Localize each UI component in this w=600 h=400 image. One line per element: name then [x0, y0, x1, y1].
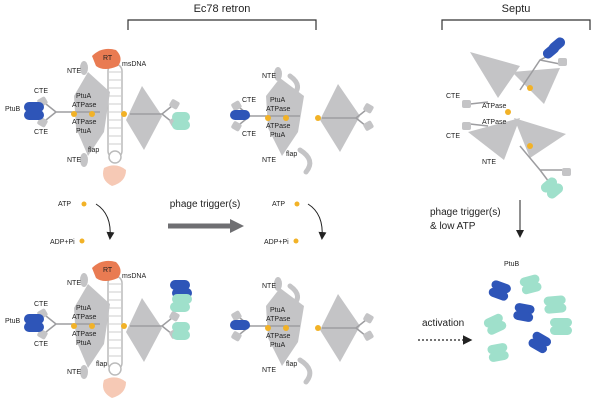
retron-complex-bottom-middle: NTE PtuA ATPase ATPase PtuA NTE flap: [172, 277, 374, 385]
retron-complex-top-middle: NTE CTE CTE PtuA ATPase ATPase PtuA NTE …: [172, 67, 374, 175]
nte-label: NTE: [67, 280, 81, 287]
atpase-label: ATPase: [266, 333, 290, 340]
msdna-hairpin: [107, 63, 123, 164]
ptub-dimer: [230, 320, 250, 330]
ptub-dimer: [24, 102, 44, 120]
retron-title: Ec78 retron: [194, 3, 251, 15]
septu-complex-top: CTE CTE ATPase ATPase NTE: [446, 37, 571, 199]
atpase-label: ATPase: [72, 102, 96, 109]
ptub-dimer: [172, 322, 190, 332]
atpase-label: ATPase: [266, 123, 290, 130]
ptua-label: PtuA: [76, 128, 92, 135]
phage-trigger-label: phage trigger(s): [430, 207, 501, 218]
atp-dot: [315, 115, 321, 121]
nte-label: NTE: [67, 157, 81, 164]
ptub-label: PtuB: [5, 318, 21, 325]
phage-trigger-label: phage trigger(s): [170, 199, 241, 210]
rt-domain-faded: [103, 165, 126, 186]
ptua-label: PtuA: [270, 97, 286, 104]
atp-dot: [121, 111, 127, 117]
atp-dot: [527, 85, 533, 91]
nte-domain-top: [80, 61, 88, 75]
atp-dot: [71, 111, 77, 117]
nte-label: NTE: [262, 157, 276, 164]
msdna-label: msDNA: [122, 273, 146, 280]
atpase-label: ATPase: [72, 119, 96, 126]
ptua-label: PtuA: [270, 307, 286, 314]
septu-title: Septu: [502, 3, 531, 15]
nte-domain-bottom: [80, 153, 88, 167]
ptub-label: PtuB: [5, 106, 21, 113]
ptua-label: PtuA: [270, 132, 286, 139]
atp-dot: [89, 111, 95, 117]
phage-trigger-arrow: phage trigger(s): [168, 199, 244, 233]
cte-label: CTE: [446, 133, 460, 140]
ptub-dimer: [172, 294, 192, 304]
atpase-label: ATPase: [482, 119, 506, 126]
cte-label: CTE: [242, 131, 256, 138]
nte-domain-top: [274, 67, 282, 81]
flap-label: flap: [286, 151, 297, 158]
atp-hydrolysis-middle: ATP ADP+Pi: [264, 201, 327, 246]
cte-label: CTE: [34, 301, 48, 308]
msdna-label: msDNA: [122, 61, 146, 68]
cte-label: CTE: [446, 93, 460, 100]
atp-label: ATP: [58, 201, 71, 208]
low-atp-label: & low ATP: [430, 221, 476, 232]
adp-label: ADP+Pi: [264, 239, 289, 246]
nte-label: NTE: [262, 367, 276, 374]
ptub-dimer: [540, 177, 558, 193]
adp-label: ADP+Pi: [50, 239, 75, 246]
activation-arrow: activation: [418, 318, 473, 345]
rt-label: RT: [103, 267, 113, 274]
nte-label: NTE: [482, 159, 496, 166]
flap-label: flap: [96, 361, 107, 368]
retron-header: Ec78 retron: [127, 3, 317, 30]
ptua-label: PtuA: [76, 305, 92, 312]
retron-complex-top-left: RT msDNA NTE NTE CTE CTE PtuB PtuA ATPas…: [5, 48, 180, 186]
septu-trigger-arrow: phage trigger(s) & low ATP: [430, 200, 524, 238]
atpase-label: ATPase: [266, 316, 290, 323]
atp-dot: [527, 143, 533, 149]
ptub-label: PtuB: [504, 261, 520, 268]
atp-dot: [265, 115, 271, 121]
rt-domain: [92, 48, 121, 69]
cte-label: CTE: [34, 88, 48, 95]
atp-label: ATP: [272, 201, 285, 208]
ptub-dimer: [230, 110, 250, 120]
activation-label: activation: [422, 318, 464, 329]
cte-label: CTE: [34, 341, 48, 348]
rt-domain: [92, 260, 121, 281]
ptub-dimer: [170, 280, 190, 290]
atpase-label: ATPase: [266, 106, 290, 113]
ptua-label: PtuA: [76, 93, 92, 100]
flap-label: flap: [286, 361, 297, 368]
ptub-dimer: [172, 112, 190, 122]
ptub-dimer: [24, 314, 44, 324]
atp-dot: [505, 109, 511, 115]
atpase-label: ATPase: [72, 331, 96, 338]
septu-header: Septu: [441, 3, 591, 30]
cte-domain: [169, 99, 180, 110]
retron-complex-bottom-left: RT msDNA NTE NTE CTE CTE PtuB PtuA ATPas…: [5, 260, 192, 398]
free-ptub-cluster: PtuB: [483, 261, 572, 362]
ptua-subunit-right: [126, 86, 162, 150]
ptua-label: PtuA: [76, 340, 92, 347]
rt-label: RT: [103, 55, 113, 62]
ptua-label: PtuA: [270, 342, 286, 349]
flap-label: flap: [88, 147, 99, 154]
atp-dot: [283, 115, 289, 121]
atpase-label: ATPase: [72, 314, 96, 321]
nte-label: NTE: [67, 68, 81, 75]
atp-hydrolysis-left: ATP ADP+Pi: [50, 201, 115, 246]
atpase-label: ATPase: [482, 103, 506, 110]
cte-label: CTE: [242, 97, 256, 104]
nte-label: NTE: [262, 73, 276, 80]
nte-label: NTE: [262, 283, 276, 290]
cte-label: CTE: [34, 129, 48, 136]
nte-label: NTE: [67, 369, 81, 376]
